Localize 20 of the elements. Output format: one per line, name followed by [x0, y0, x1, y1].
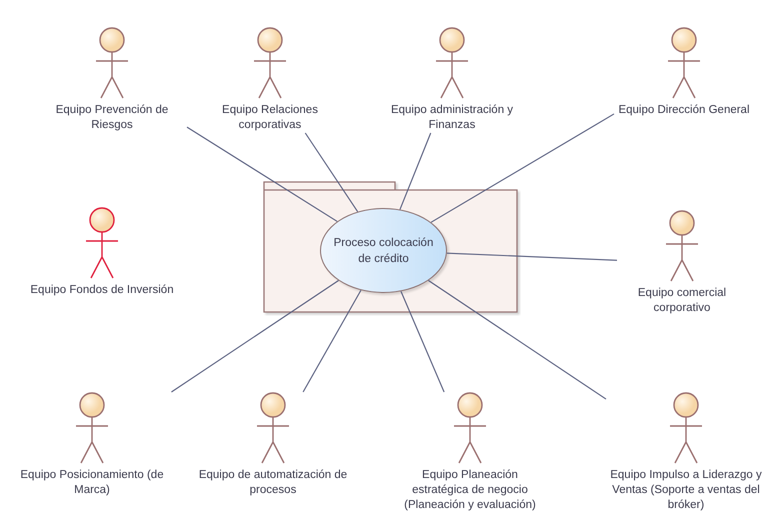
- association-line: [399, 132, 432, 210]
- association-line: [446, 252, 618, 261]
- actor-label: Equipo Planeación estratégica de negocio (Planeación y evaluación): [403, 468, 537, 513]
- use-case-label: Proceso colocación de crédito: [332, 236, 434, 266]
- association-line: [428, 280, 606, 400]
- actor-label: Equipo Fondos de Inversión: [29, 283, 175, 298]
- association-line: [430, 114, 614, 223]
- association-line: [171, 280, 339, 392]
- association-line: [304, 132, 358, 212]
- actor-label: Equipo de automatización de procesos: [198, 468, 348, 498]
- actor-label: Equipo comercial corporativo: [636, 286, 728, 316]
- actor-label: Equipo Posicionamiento (de Marca): [19, 468, 165, 498]
- actor-label: Equipo administración y Finanzas: [390, 103, 514, 133]
- actor-label: Equipo Dirección General: [617, 103, 751, 118]
- actor-label: Equipo Prevención de Riesgos: [54, 103, 170, 133]
- actor-label: Equipo Relaciones corporativas: [221, 103, 319, 133]
- association-line: [186, 126, 338, 222]
- actor-label: Equipo Impulso a Liderazgo y Ventas (Soporte a ventas del bróker): [609, 468, 763, 513]
- association-line: [302, 290, 362, 392]
- association-line: [400, 291, 445, 392]
